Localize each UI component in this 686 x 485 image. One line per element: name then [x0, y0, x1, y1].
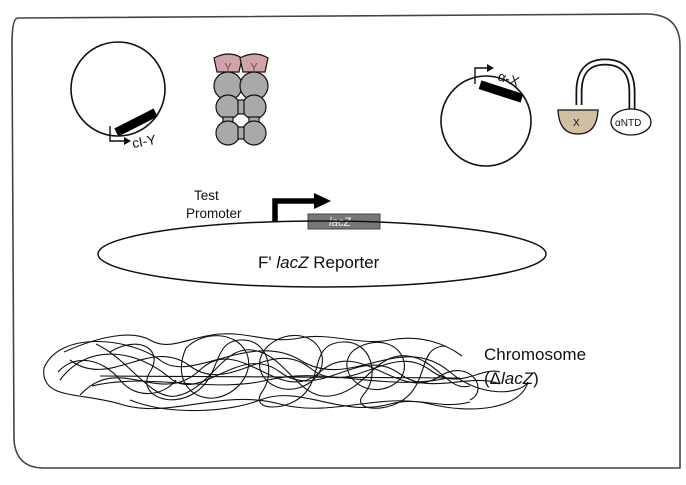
promoter-label-line2: Promoter	[186, 206, 242, 221]
cell-outline	[11, 13, 681, 469]
domain-x-shape	[557, 109, 599, 135]
domain-x-label: X	[573, 118, 580, 129]
plasmid-ci-y-circle	[70, 41, 166, 137]
chromosome-label-line2: (ΔlacZ)	[484, 369, 539, 388]
episome-ellipse	[97, 220, 547, 288]
reporter-construct: Test Promoter lacZ F' lacZ Reporter	[97, 188, 547, 288]
ci-dimer	[213, 53, 269, 146]
chromosome-label-line1: Chromosome	[484, 345, 586, 364]
plasmid-alpha-x: α-X	[440, 64, 532, 167]
plasmid-ci-y-gene-bar	[114, 108, 158, 137]
episome-label: F' lacZ Reporter	[258, 253, 380, 272]
promoter-label-line1: Test	[194, 188, 219, 203]
plasmid-alpha-x-promoter-arrow	[474, 67, 491, 84]
promoter-arrow	[272, 198, 317, 222]
chromosome-tangle	[43, 333, 529, 412]
plasmid-ci-y-promoter-arrow	[109, 126, 128, 142]
alpha-ntd-domain	[610, 108, 652, 136]
alpha-ntd-label: αNTD	[615, 118, 641, 129]
plasmid-ci-y: cI-Y	[70, 41, 166, 151]
plasmid-alpha-x-gene-bar	[478, 80, 524, 103]
plasmid-alpha-x-label: α-X	[496, 69, 521, 90]
plasmid-ci-y-label: cI-Y	[131, 132, 157, 151]
plasmid-alpha-x-circle	[440, 75, 532, 167]
alpha-x-fusion-protein: X αNTD	[557, 58, 652, 136]
lacz-gene-label: lacZ	[329, 217, 352, 229]
